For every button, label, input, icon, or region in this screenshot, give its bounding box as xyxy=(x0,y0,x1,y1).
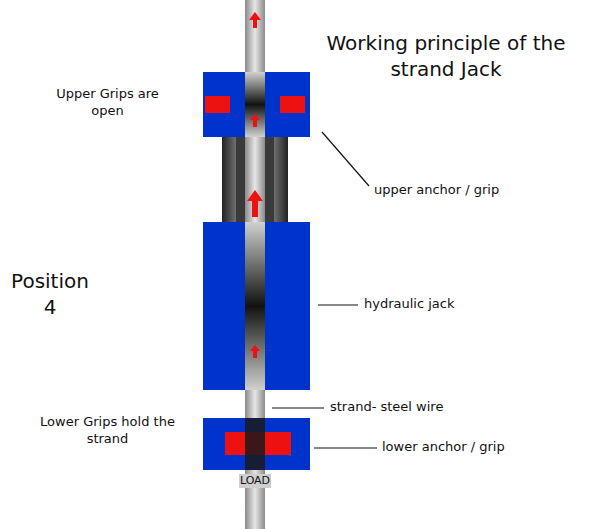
strand-segment xyxy=(245,72,265,137)
leader-line xyxy=(318,304,358,305)
upper-grip-open xyxy=(205,96,230,113)
up-arrow xyxy=(247,190,263,217)
leader-line xyxy=(314,447,377,448)
jack-piston xyxy=(222,137,288,223)
part-label: hydraulic jack xyxy=(364,296,455,313)
upper-anchor xyxy=(203,72,310,137)
part-label: Upper Grips are open xyxy=(45,86,170,120)
part-label: Lower Grips hold the strand xyxy=(40,414,175,448)
hydraulic-jack xyxy=(203,222,310,390)
strand xyxy=(245,0,265,529)
part-label: lower anchor / grip xyxy=(382,439,505,456)
strand-segment xyxy=(245,222,265,390)
upper-grip-open xyxy=(280,96,305,113)
strand-segment xyxy=(245,137,265,223)
part-label: upper anchor / grip xyxy=(374,182,499,199)
up-arrow xyxy=(250,114,260,127)
part-label: Position 4 xyxy=(4,268,96,320)
lower-anchor xyxy=(203,418,310,470)
part-label: strand- steel wire xyxy=(330,399,443,416)
up-arrow xyxy=(249,12,261,28)
leader-line xyxy=(322,132,369,186)
part-label: LOAD xyxy=(239,474,271,488)
leader-line xyxy=(272,407,324,408)
up-arrow xyxy=(250,345,260,358)
strand-segment xyxy=(245,418,265,470)
diagram-title: Working principle of the strand Jack xyxy=(320,30,572,82)
piston-bore xyxy=(236,137,274,223)
